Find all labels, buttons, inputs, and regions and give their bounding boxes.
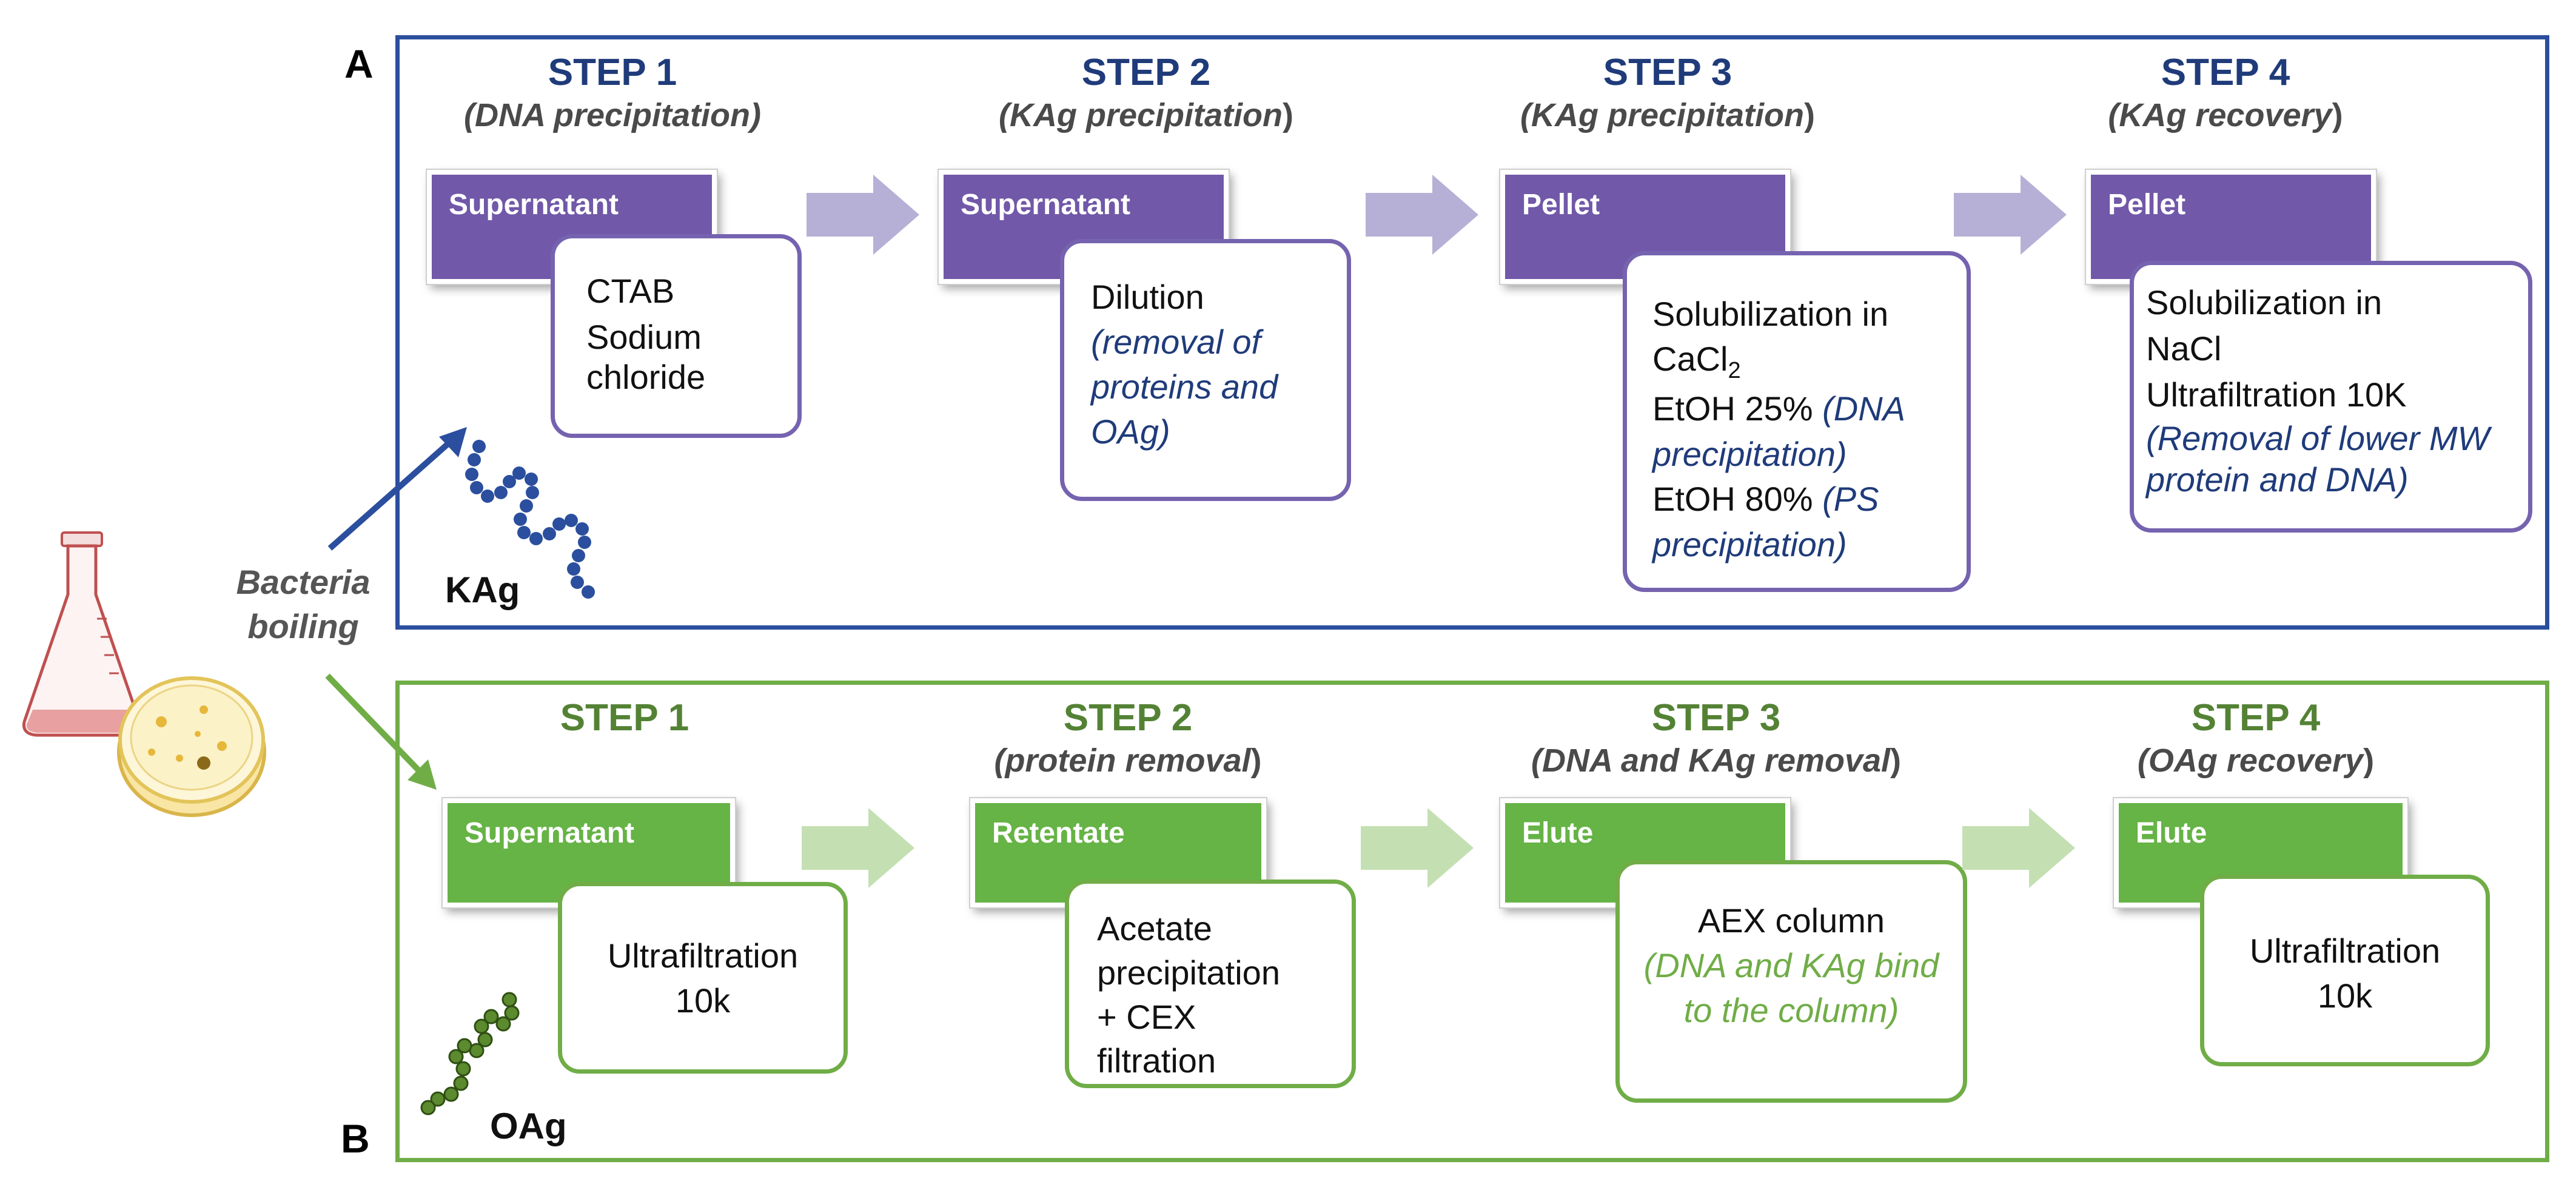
a-step4-condition-label: Pellet	[2108, 189, 2186, 221]
a-step4-subtitle: (KAg recovery)	[2108, 97, 2343, 134]
panel-b-letter: B	[341, 1116, 370, 1161]
a-step3-process-line: EtOH 25% (DNA precipitation)	[1652, 389, 1904, 473]
a-step3-process-line: Solubilization in	[1652, 295, 1889, 333]
a-step3-condition-label: Pellet	[1522, 189, 1600, 221]
b-step4-header: STEP 4 (OAg recovery)	[2086, 697, 2426, 783]
b-step1-process-line: Ultrafiltration	[607, 937, 799, 975]
a-step3-note: (DNA precipitation)	[1652, 389, 1904, 473]
a-step3-process-line: CaCl2	[1652, 340, 1741, 384]
b-step1-process-line: 10k	[675, 981, 731, 1020]
a-step1-process: CTAB Sodium chloride	[551, 234, 802, 438]
a-step2-condition-label: Supernatant	[961, 189, 1131, 221]
arrow-right-icon	[1962, 808, 2075, 888]
a-step1-subtitle: (DNA precipitation)	[464, 97, 761, 134]
a-step3-subtitle: (KAg precipitation)	[1520, 97, 1815, 134]
b-step1-title: STEP 1	[560, 697, 689, 739]
arrow-right-icon	[1361, 808, 1474, 888]
a-step1-process-line: Sodium chloride	[586, 317, 706, 396]
oag-label: OAg	[490, 1106, 567, 1146]
arrow-right-icon	[1954, 175, 2067, 255]
a-step3-title: STEP 3	[1603, 52, 1732, 93]
a-step2-subtitle: (KAg precipitation)	[999, 97, 1293, 134]
b-step3-condition-label: Elute	[1522, 817, 1594, 849]
kag-label: KAg	[445, 570, 520, 610]
b-step2-condition-label: Retentate	[992, 817, 1125, 849]
panel-a-letter: A	[344, 41, 374, 86]
arrow-right-icon	[802, 808, 914, 888]
b-step3-note: (DNA and KAg bind to the column)	[1643, 946, 1939, 1029]
b-step4-subtitle: (OAg recovery)	[2137, 742, 2375, 779]
a-step2-note: (removal of proteins and OAg)	[1091, 322, 1278, 451]
a-step3-header: STEP 3 (KAg precipitation)	[1492, 52, 1843, 138]
b-step2-process-line: + CEX	[1097, 997, 1196, 1036]
b-step4-title: STEP 4	[2191, 697, 2321, 739]
a-step4-process-line: NaCl	[2146, 329, 2222, 368]
b-step3-process: AEX column (DNA and KAg bind to the colu…	[1615, 860, 1967, 1103]
b-step2-process-line: filtration	[1097, 1041, 1216, 1080]
b-step3-subtitle: (DNA and KAg removal)	[1531, 742, 1902, 779]
b-step4-process: Ultrafiltration 10k	[2200, 875, 2490, 1066]
panel-b-frame	[395, 681, 2549, 1162]
b-step2-title: STEP 2	[1063, 697, 1193, 739]
b-step1-process: Ultrafiltration 10k	[558, 882, 848, 1074]
a-step2-process: Dilution (removal of proteins and OAg)	[1060, 239, 1351, 501]
a-step4-note: (Removal of lower MW protein and DNA)	[2146, 419, 2490, 499]
b-step2-subtitle: (protein removal)	[994, 742, 1262, 779]
kag-chain-icon	[465, 440, 595, 599]
b-step2-process-line: Acetate	[1097, 909, 1212, 947]
b-step1-header: STEP 1	[461, 697, 788, 739]
flask-icon	[22, 531, 142, 737]
a-step1-header: STEP 1 (DNA precipitation)	[449, 52, 776, 138]
a-step2-header: STEP 2 (KAg precipitation)	[970, 52, 1322, 138]
a-step1-title: STEP 1	[548, 52, 677, 93]
b-step4-condition-label: Elute	[2136, 817, 2207, 849]
arrow-right-icon	[1366, 175, 1478, 255]
panel-a-frame	[395, 35, 2549, 630]
b-step4-process-line: Ultrafiltration	[2249, 932, 2441, 970]
a-step3-note: (PS precipitation)	[1652, 480, 1879, 563]
a-step4-process: Solubilization in NaCl Ultrafiltration 1…	[2130, 261, 2532, 533]
a-step4-process-line: Ultrafiltration 10K	[2146, 375, 2407, 414]
b-step3-title: STEP 3	[1651, 697, 1781, 739]
a-step4-header: STEP 4 (KAg recovery)	[2056, 52, 2395, 138]
b-step1-condition-label: Supernatant	[465, 817, 635, 849]
a-step2-process-line: Dilution	[1091, 278, 1204, 316]
bacteria-boiling-label: Bacteria boiling	[236, 563, 371, 645]
a-step3-process: Solubilization in CaCl2 EtOH 25% (DNA pr…	[1623, 251, 1971, 592]
b-step2-process: Acetate precipitation + CEX filtration	[1065, 880, 1356, 1088]
b-step2-process-line: precipitation	[1097, 953, 1280, 992]
a-step1-process-line: CTAB	[586, 272, 675, 310]
arrow-right-icon	[807, 175, 919, 255]
a-step1-condition-label: Supernatant	[449, 189, 619, 221]
a-step4-title: STEP 4	[2161, 52, 2290, 93]
a-step4-process-line: Solubilization in	[2146, 283, 2383, 321]
bacteria-arrows	[325, 427, 467, 790]
petri-dish-icon	[117, 676, 266, 817]
b-step2-header: STEP 2 (protein removal)	[958, 697, 1298, 783]
oag-chain-icon	[420, 992, 520, 1115]
b-step3-header: STEP 3 (DNA and KAg removal)	[1474, 697, 1959, 783]
b-step3-process-line: AEX column	[1697, 901, 1885, 940]
a-step3-process-line: EtOH 80% (PS precipitation)	[1652, 480, 1879, 563]
b-step4-process-line: 10k	[2317, 976, 2373, 1015]
a-step2-title: STEP 2	[1081, 52, 1211, 93]
